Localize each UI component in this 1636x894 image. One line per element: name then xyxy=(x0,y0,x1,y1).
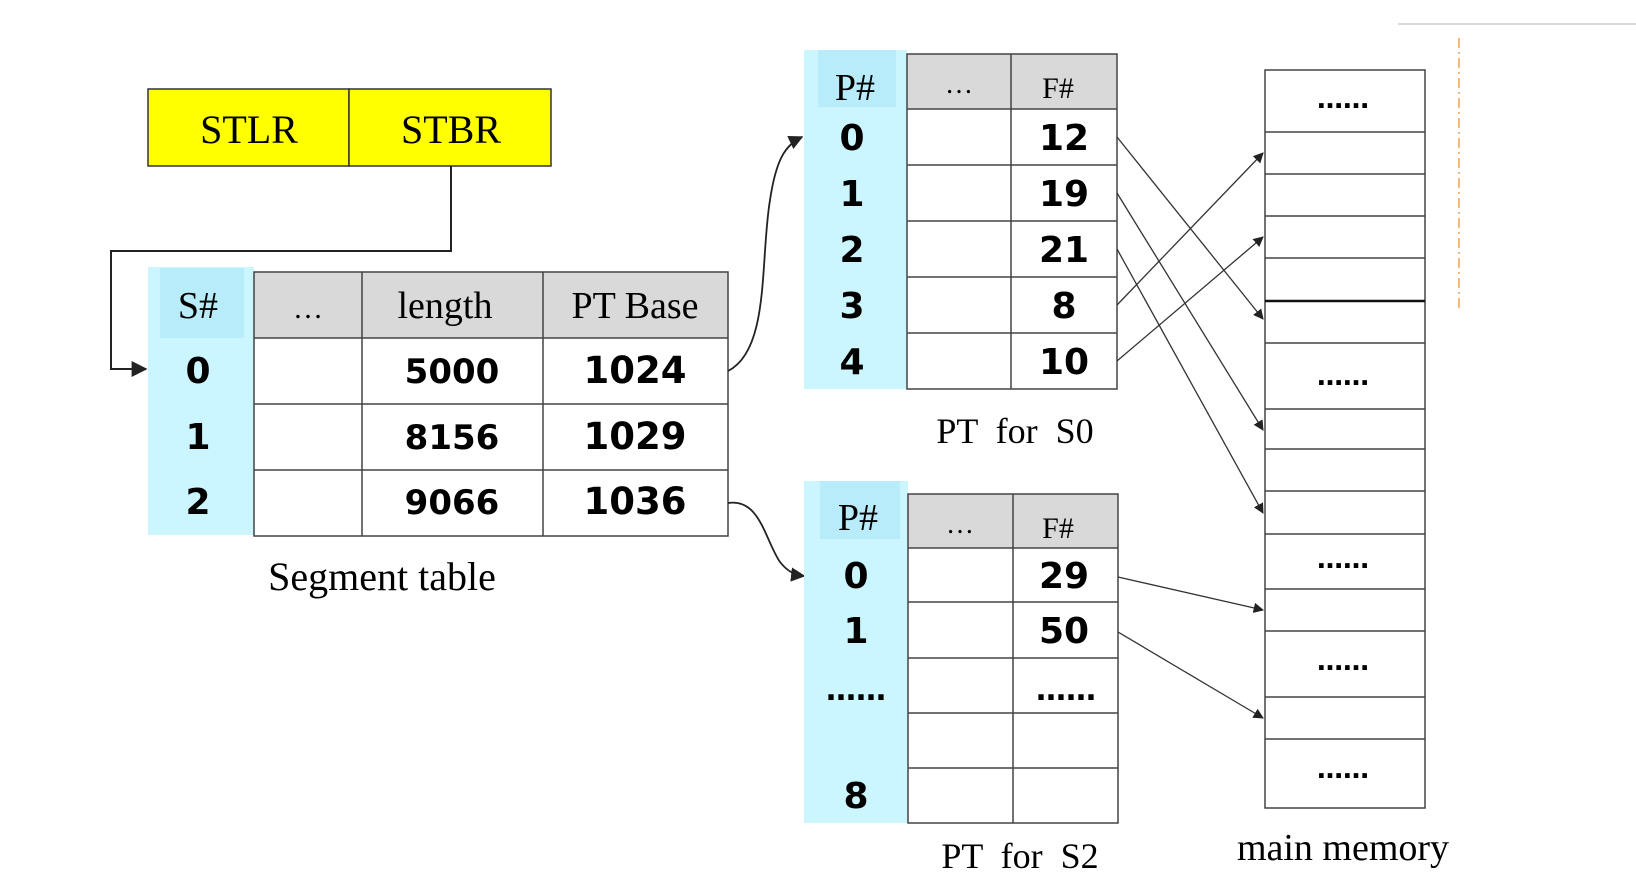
segment-index: 0 xyxy=(185,351,210,392)
segment-table-title: Segment table xyxy=(268,554,496,599)
pt-s2-index-header-cell xyxy=(820,481,900,539)
page-table-s2: P# … F# 0 29 1 50 …… …… 8 PT for S2 xyxy=(804,481,1119,876)
memory-ellipsis: …… xyxy=(1317,545,1369,575)
segment-index: 1 xyxy=(185,417,210,458)
memory-ellipsis: …… xyxy=(1317,755,1369,785)
pt-s0-frame: 19 xyxy=(1039,174,1089,215)
segment-length: 8156 xyxy=(405,418,500,458)
pt-s0-frame: 12 xyxy=(1039,118,1089,159)
pt-s0-index-header-cell xyxy=(818,50,896,107)
segment-pt-base: 1036 xyxy=(584,480,687,523)
segment-length: 5000 xyxy=(405,352,500,392)
segment-pt-base: 1029 xyxy=(584,415,687,458)
frame-arrow-s0-p1 xyxy=(1116,192,1264,431)
frame-arrow-s0-p2 xyxy=(1116,248,1264,514)
pt-s2-index: …… xyxy=(826,673,886,708)
frame-mapping-arrows xyxy=(1116,136,1265,719)
segment-pt-base: 1024 xyxy=(584,349,687,392)
segment-length: 9066 xyxy=(405,483,500,523)
main-memory-title: main memory xyxy=(1237,827,1449,869)
memory-ellipsis: …… xyxy=(1317,647,1369,677)
pt-s0-index-header: P# xyxy=(835,67,875,109)
pt-s0-header-frame: F# xyxy=(1042,72,1074,105)
stlr-label: STLR xyxy=(200,107,298,152)
pt-s0-frame: 10 xyxy=(1039,342,1089,383)
segment-table: S# … length PT Base 0 5000 1024 1 8156 1… xyxy=(148,267,729,599)
pt-s2-index-header: P# xyxy=(838,497,878,539)
segment-index: 2 xyxy=(185,482,210,523)
memory-ellipsis: …… xyxy=(1317,85,1369,115)
pt-s2-header-ellipsis: … xyxy=(946,509,974,540)
main-memory: …… …… …… …… …… main memory xyxy=(1237,69,1449,869)
pt-s0-index: 0 xyxy=(839,118,864,159)
frame-arrow-s0-p0 xyxy=(1116,136,1264,320)
page-table-s0: P# … F# 0 12 1 19 2 21 3 8 4 10 PT for S… xyxy=(804,50,1118,451)
pt-s0-title: PT for S0 xyxy=(936,411,1093,451)
segment-header-ellipsis: … xyxy=(293,292,323,325)
stbr-pointer-arrow xyxy=(110,166,452,377)
pt-base-2-arrow xyxy=(727,501,806,582)
pt-s0-index: 2 xyxy=(839,230,864,271)
pt-s2-frame: 29 xyxy=(1039,556,1089,597)
register-block: STLR STBR xyxy=(147,88,552,167)
segment-index-header-cell xyxy=(160,268,244,338)
pt-s0-index: 4 xyxy=(839,342,864,383)
frame-arrow-s2-p1 xyxy=(1117,631,1264,719)
frame-arrow-s0-p4 xyxy=(1116,236,1264,362)
pt-s0-index: 1 xyxy=(839,174,864,215)
stbr-label: STBR xyxy=(401,107,501,152)
pt-s2-frame: 50 xyxy=(1039,611,1089,652)
segment-header-pt-base: PT Base xyxy=(571,285,698,327)
pt-base-0-arrow xyxy=(727,136,804,372)
segment-header-length: length xyxy=(398,285,493,327)
pt-s0-index: 3 xyxy=(839,286,864,327)
pt-s0-frame: 21 xyxy=(1039,230,1089,271)
memory-ellipsis: …… xyxy=(1317,362,1369,392)
pt-s2-title: PT for S2 xyxy=(941,836,1098,876)
pt-s0-header-row xyxy=(907,54,1117,109)
pt-s2-index: 8 xyxy=(843,776,868,817)
pt-s0-frame: 8 xyxy=(1051,286,1076,327)
pt-s2-index: 0 xyxy=(843,556,868,597)
pt-s2-index: 1 xyxy=(843,611,868,652)
frame-arrow-s2-p0 xyxy=(1117,576,1265,613)
pt-s2-frame: …… xyxy=(1036,673,1096,708)
frame-arrow-s0-p3 xyxy=(1116,152,1264,306)
segment-header-row xyxy=(254,272,728,338)
pt-s0-header-ellipsis: … xyxy=(945,69,973,100)
segment-index-header: S# xyxy=(178,285,218,327)
pt-s2-header-frame: F# xyxy=(1042,512,1074,545)
